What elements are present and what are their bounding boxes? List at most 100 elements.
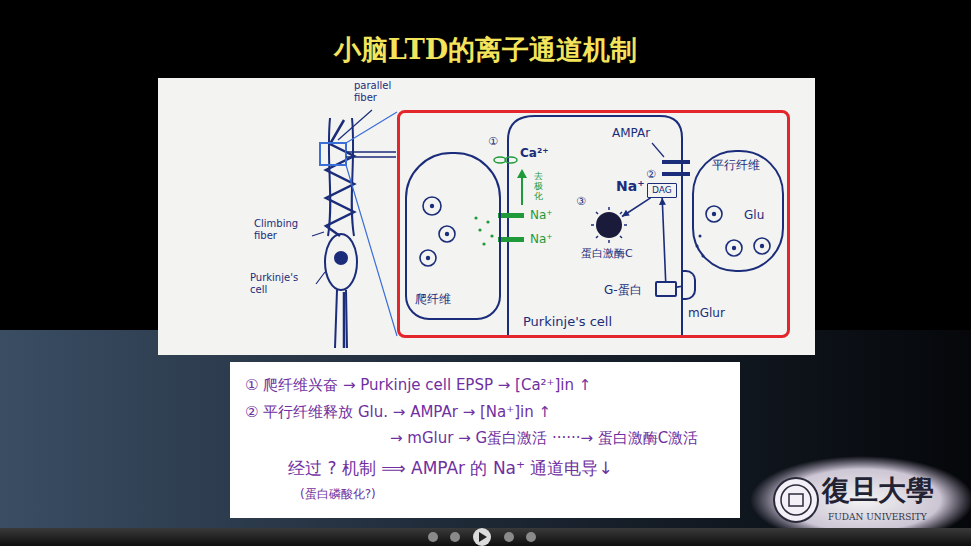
dot xyxy=(702,255,705,258)
logo-emblem-mark xyxy=(789,494,803,506)
dendrite-edge xyxy=(352,118,354,236)
vesicle xyxy=(439,226,455,242)
connector xyxy=(622,198,651,217)
dot xyxy=(760,244,764,248)
logo-emblem xyxy=(774,478,818,522)
parallel-fiber xyxy=(346,152,396,157)
ion-label: Na⁺ xyxy=(616,178,645,195)
receptor-channel xyxy=(498,237,524,242)
purkinje-cell-sketch xyxy=(312,110,397,348)
ray xyxy=(596,236,598,238)
node-text: 平行纤维 xyxy=(712,158,760,172)
node-text: ① 爬纤维兴奋 → Purkinje cell EPSP → [Ca²⁺]in … xyxy=(245,376,591,394)
synapse-sketch xyxy=(420,116,770,336)
dot xyxy=(486,220,489,223)
arrow-head xyxy=(517,169,527,178)
dot xyxy=(482,242,485,245)
node-text: G-蛋白 xyxy=(604,283,642,297)
ray xyxy=(620,236,622,238)
leader-line xyxy=(312,110,372,284)
logo-wordmark: 復旦大學 xyxy=(822,474,934,508)
ampa-channel xyxy=(662,160,690,164)
g-protein-box: G-蛋白 xyxy=(655,281,677,297)
callout-number: ① xyxy=(488,135,498,148)
node-text: Purkinje's cell xyxy=(523,314,612,330)
zoom-box xyxy=(320,143,346,165)
nucleus xyxy=(335,252,347,264)
dag-box: DAG xyxy=(647,183,677,198)
dot xyxy=(490,234,493,237)
climbing-fiber xyxy=(326,120,354,348)
part-label: parallel fiber xyxy=(354,80,404,104)
vesicles xyxy=(420,197,770,266)
node-text: mGlur xyxy=(688,306,725,320)
parallel-fiber-terminal: 平行纤维 Glu xyxy=(692,150,784,272)
dot xyxy=(696,245,699,248)
vesicle xyxy=(754,238,770,254)
play-button xyxy=(473,528,491,546)
transmitter-dots xyxy=(474,216,493,245)
node-text: 经过 ? 机制 ⟹ AMPAr 的 Na⁺ 通道电导↓ xyxy=(288,458,613,478)
ray xyxy=(624,224,627,226)
purkinje-membrane xyxy=(508,116,682,336)
protein-kinase-c: 蛋白激酶C xyxy=(596,212,622,238)
vesicle-cores xyxy=(426,204,764,260)
vesicle xyxy=(423,197,441,215)
ray xyxy=(620,212,622,214)
node-text: → mGlur → G蛋白激活 ······→ 蛋白激酶C激活 xyxy=(390,429,698,447)
callout-number: ③ xyxy=(576,195,586,208)
dot xyxy=(426,256,430,260)
dendrite-edge xyxy=(328,118,330,236)
player-bar xyxy=(0,528,971,546)
play-icon xyxy=(479,532,487,542)
arrow-head xyxy=(622,210,630,217)
calcium-channel xyxy=(494,157,506,163)
control-button xyxy=(504,532,514,542)
part-label: Purkinje's cell xyxy=(250,272,314,296)
connector-line xyxy=(622,198,651,217)
node-text: ② 平行纤维释放 Glu. → AMPAr → [Na⁺]in ↑ xyxy=(245,403,551,421)
receptor-label: AMPAr xyxy=(612,126,650,140)
soma xyxy=(325,234,357,290)
process-label: 去极化 xyxy=(534,172,543,202)
dot xyxy=(474,216,477,219)
dot xyxy=(732,246,736,250)
part-label: Climbing fiber xyxy=(254,218,310,242)
node-text: (蛋白磷酸化?) xyxy=(300,487,376,501)
dot xyxy=(445,232,449,236)
ion-label: Ca²⁺ xyxy=(520,146,549,160)
kinase-rays xyxy=(591,207,627,243)
ion-label: Na⁺ xyxy=(530,232,553,246)
arrow-head xyxy=(659,198,666,205)
connector-line xyxy=(662,198,665,281)
node-text: Glu xyxy=(744,208,764,222)
dot xyxy=(712,212,716,216)
vesicle xyxy=(420,250,436,266)
dot xyxy=(699,235,702,238)
ray xyxy=(608,240,610,243)
control-button xyxy=(526,532,536,542)
control-button xyxy=(450,532,460,542)
vesicle xyxy=(706,206,722,222)
zoom-frame: Purkinje's cell 爬纤维 平行纤维 Glu 蛋白激酶C G-蛋白 mGlur D… xyxy=(397,110,790,338)
image-panel xyxy=(158,78,815,355)
control-button xyxy=(428,532,438,542)
climbing-fiber-terminal: 爬纤维 xyxy=(405,152,501,320)
zoom-line xyxy=(346,112,397,336)
mglur-receptor: mGlur xyxy=(682,270,696,300)
dot xyxy=(478,228,481,231)
ray xyxy=(596,212,598,214)
ampa-channel xyxy=(662,172,690,176)
ion-label: Na⁺ xyxy=(530,208,553,222)
receptor-channel xyxy=(498,213,524,218)
background-band xyxy=(0,330,971,530)
callout-number: ② xyxy=(646,168,656,181)
logo-emblem-ring xyxy=(781,485,811,515)
player-controls xyxy=(428,528,536,546)
logo-subtitle: FUDAN UNIVERSITY xyxy=(828,512,927,523)
node-text: 蛋白激酶C xyxy=(581,247,633,260)
ray xyxy=(591,224,594,226)
depolarization-arrow xyxy=(521,176,523,205)
node-text: DAG xyxy=(652,185,672,196)
calcium-channel xyxy=(505,157,517,163)
